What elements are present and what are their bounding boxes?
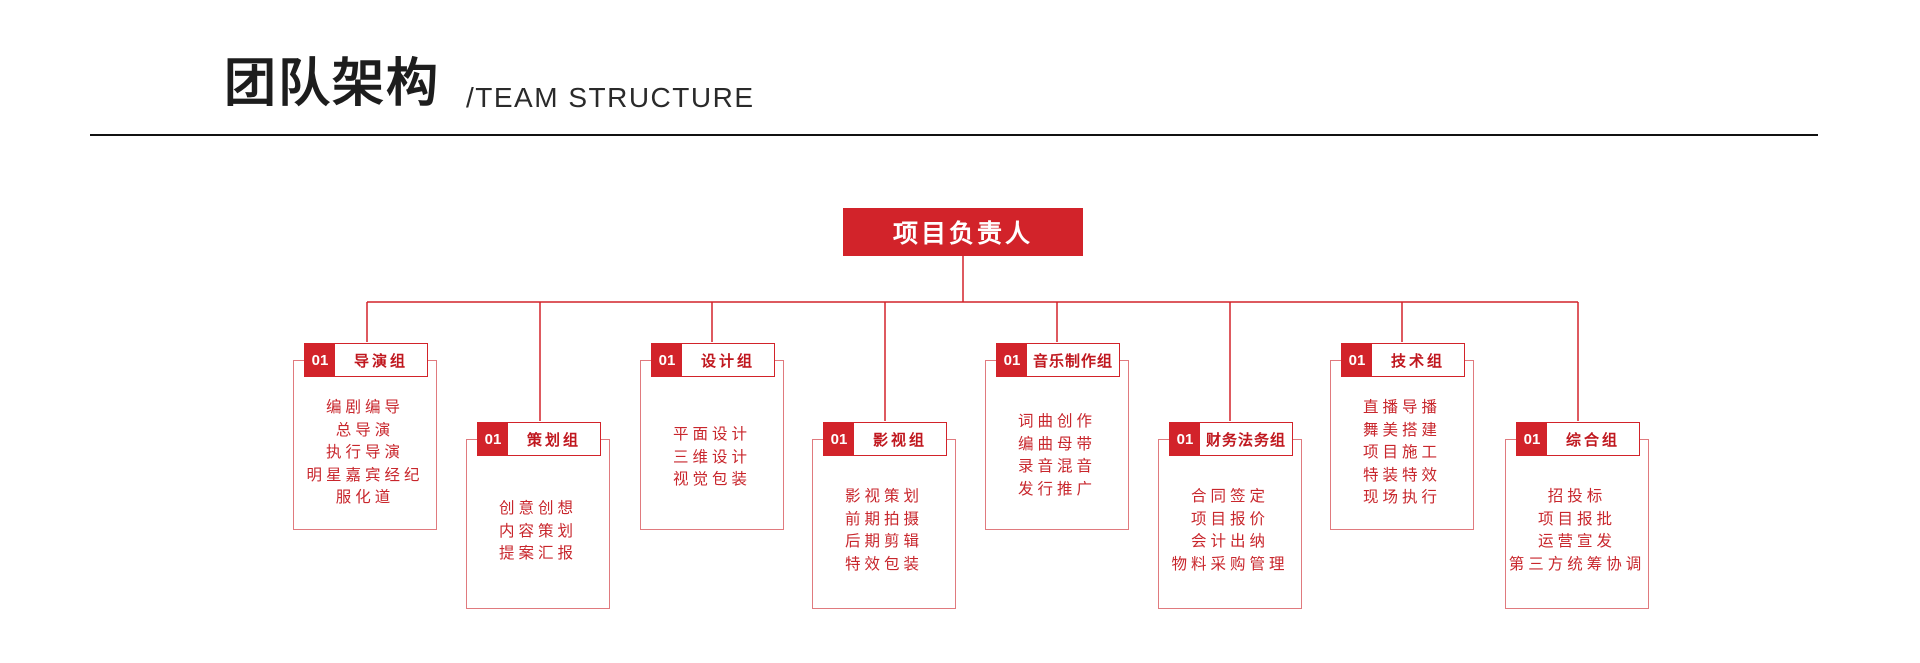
list-item: 录音混音 <box>1017 457 1096 475</box>
list-item: 发行推广 <box>1017 479 1096 498</box>
group-duty-list: 创意创想 内容策划 提案汇报 <box>467 497 609 565</box>
group-duty-list: 词曲创作 编曲母带 录音混音 发行推广 <box>986 410 1128 500</box>
group-card-finance-legal: 01 财务法务组 合同签定 项目报价 会计出纳 物料采购管理 <box>1158 422 1302 609</box>
list-item: 特装特效 <box>1362 465 1441 484</box>
list-item: 项目报价 <box>1190 509 1269 528</box>
header-divider <box>90 134 1818 136</box>
group-header: 01 音乐制作组 <box>996 343 1120 377</box>
group-number-badge: 01 <box>824 423 854 455</box>
group-card-film: 01 影视组 影视策划 前期拍摄 后期剪辑 特效包装 <box>812 422 956 609</box>
list-item: 直播导播 <box>1362 398 1441 416</box>
list-item: 服化道 <box>335 488 395 506</box>
group-card-tech: 01 技术组 直播导播 舞美搭建 项目施工 特装特效 现场执行 <box>1330 343 1474 530</box>
list-item: 词曲创作 <box>1017 412 1096 430</box>
list-item: 执行导演 <box>325 443 404 461</box>
list-item: 物料采购管理 <box>1171 554 1289 573</box>
group-header: 01 综合组 <box>1516 422 1640 456</box>
group-card-general: 01 综合组 招投标 项目报批 运营宣发 第三方统筹协调 <box>1505 422 1649 609</box>
list-item: 第三方统筹协调 <box>1508 554 1646 573</box>
group-header: 01 导演组 <box>304 343 428 377</box>
group-name: 技术组 <box>1390 351 1445 370</box>
list-item: 编剧编导 <box>325 398 404 416</box>
group-header: 01 策划组 <box>477 422 601 456</box>
group-header: 01 技术组 <box>1341 343 1465 377</box>
page-title: 团队架构 <box>224 54 441 114</box>
group-name: 财务法务组 <box>1205 430 1286 449</box>
group-card-music: 01 音乐制作组 词曲创作 编曲母带 录音混音 发行推广 <box>985 343 1129 530</box>
list-item: 三维设计 <box>672 447 751 466</box>
group-duty-list: 编剧编导 总导演 执行导演 明星嘉宾经纪 服化道 <box>294 396 436 509</box>
group-number-badge: 01 <box>305 344 335 376</box>
group-duty-list: 合同签定 项目报价 会计出纳 物料采购管理 <box>1159 485 1301 575</box>
group-name: 设计组 <box>700 351 755 370</box>
list-item: 视觉包装 <box>672 470 751 488</box>
list-item: 现场执行 <box>1362 488 1441 506</box>
list-item: 会计出纳 <box>1190 532 1269 550</box>
group-number-badge: 01 <box>652 344 682 376</box>
group-duty-list: 直播导播 舞美搭建 项目施工 特装特效 现场执行 <box>1331 396 1473 509</box>
list-item: 后期剪辑 <box>844 532 923 550</box>
group-name: 影视组 <box>872 430 927 449</box>
list-item: 编曲母带 <box>1017 434 1096 453</box>
group-duty-list: 影视策划 前期拍摄 后期剪辑 特效包装 <box>813 485 955 575</box>
list-item: 合同签定 <box>1190 487 1269 505</box>
list-item: 运营宣发 <box>1537 532 1616 550</box>
group-number-badge: 01 <box>997 344 1027 376</box>
list-item: 舞美搭建 <box>1362 420 1441 439</box>
list-item: 内容策划 <box>498 521 577 540</box>
group-number-badge: 01 <box>1342 344 1372 376</box>
page-subtitle: /TEAM STRUCTURE <box>466 82 755 113</box>
list-item: 提案汇报 <box>498 544 577 562</box>
list-item: 招投标 <box>1547 487 1607 505</box>
group-number-badge: 01 <box>478 423 508 455</box>
root-node: 项目负责人 <box>843 208 1083 256</box>
list-item: 总导演 <box>335 420 395 439</box>
group-card-planning: 01 策划组 创意创想 内容策划 提案汇报 <box>466 422 610 609</box>
list-item: 创意创想 <box>498 499 577 517</box>
group-header: 01 影视组 <box>823 422 947 456</box>
group-card-design: 01 设计组 平面设计 三维设计 视觉包装 <box>640 343 784 530</box>
group-card-director: 01 导演组 编剧编导 总导演 执行导演 明星嘉宾经纪 服化道 <box>293 343 437 530</box>
group-name: 音乐制作组 <box>1032 351 1113 370</box>
group-name: 综合组 <box>1565 430 1620 449</box>
group-name: 策划组 <box>526 430 581 449</box>
group-name: 导演组 <box>353 351 408 370</box>
list-item: 特效包装 <box>844 554 923 573</box>
list-item: 影视策划 <box>844 487 923 505</box>
list-item: 项目报批 <box>1537 509 1616 528</box>
group-header: 01 财务法务组 <box>1169 422 1293 456</box>
group-header: 01 设计组 <box>651 343 775 377</box>
group-number-badge: 01 <box>1517 423 1547 455</box>
list-item: 前期拍摄 <box>844 509 923 528</box>
list-item: 明星嘉宾经纪 <box>306 465 424 484</box>
list-item: 平面设计 <box>672 425 751 443</box>
group-number-badge: 01 <box>1170 423 1200 455</box>
group-duty-list: 平面设计 三维设计 视觉包装 <box>641 423 783 491</box>
list-item: 项目施工 <box>1362 443 1441 461</box>
group-duty-list: 招投标 项目报批 运营宣发 第三方统筹协调 <box>1506 485 1648 575</box>
